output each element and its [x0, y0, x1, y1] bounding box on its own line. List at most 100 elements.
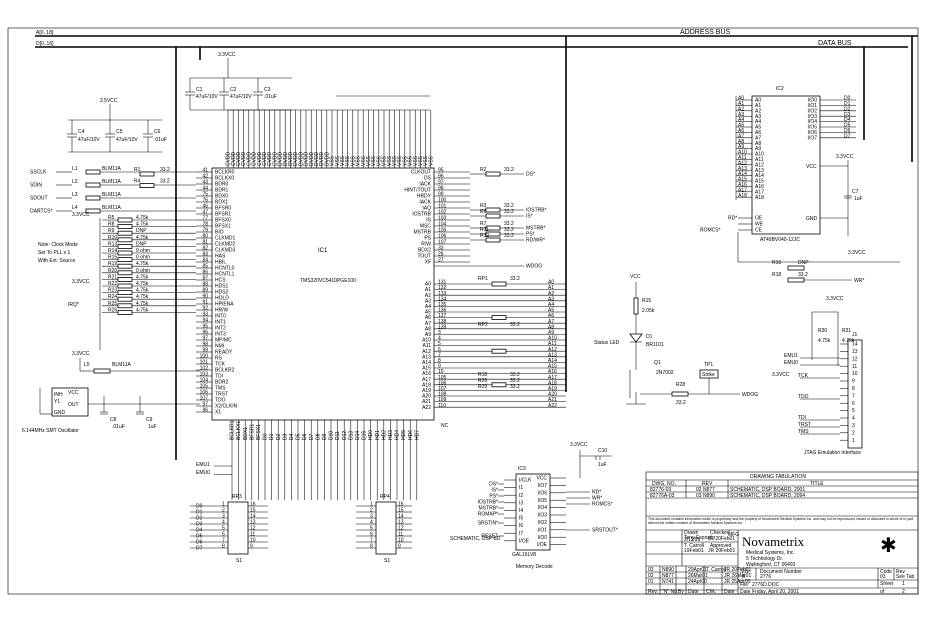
ic1-left-pin-number: 78	[202, 221, 208, 227]
ic1-left-pin-number: 96	[202, 407, 208, 413]
ic1-addr-pin-number: 134	[438, 296, 447, 302]
tb-checked: Checked	[710, 530, 730, 536]
ic3-in-pin-name: I/OE	[519, 538, 530, 544]
clock-mode-note: Note: Clock Mode Set To PLL x 1 With Ext…	[38, 242, 78, 264]
ic1-addr-pin-number: 137	[438, 313, 447, 319]
ic2-addr-pin-name: A0	[755, 98, 761, 104]
tb-date: Friday, April 20, 2001	[752, 589, 799, 595]
ic1-power-pin-name: CVDD	[272, 151, 278, 166]
jtag-net-label: TCK	[798, 373, 809, 379]
pullup-resistor	[117, 237, 133, 243]
ic1-addr-net: A1	[548, 285, 554, 291]
rp4-left-number: 4	[370, 520, 373, 526]
ic2-addr-pin-name: A15	[755, 179, 764, 185]
ic1-addr-pin-number: 8	[438, 358, 441, 364]
rev-cell: 24Apr00	[688, 579, 707, 585]
status-led-circuit: VCC R15 2.05k D1 BR1101 Status LED Q1 2N…	[594, 274, 758, 406]
osc-c8-val: .01uF	[112, 424, 125, 430]
ic3-out-pin-name: I/O6	[538, 490, 548, 496]
ic2-ctrl-net: RD*	[728, 216, 737, 222]
ic1-left-pin-number: 76	[202, 197, 208, 203]
ic1-left-pin-number: 46	[202, 203, 208, 209]
ic1-addr-pin-number: 108	[438, 392, 447, 398]
pullup-ref: R5	[108, 215, 115, 221]
osc-ref: Y1	[54, 399, 60, 405]
rp3-right-number: 10	[250, 538, 256, 544]
rp3-right-number: 9	[250, 544, 253, 550]
ic1-addr-pin-number: 133	[438, 291, 447, 297]
tb-approved-by: JR 20Feb01	[708, 548, 735, 554]
jtag-r30-val: 4.75k	[818, 338, 831, 344]
ic1-left-pin-number: 95	[202, 323, 208, 329]
ic1-left-pin-number: 75	[202, 191, 208, 197]
ic1-power-pin-name: VSS	[350, 155, 356, 166]
status-led-label: Status LED	[594, 340, 620, 346]
ic1-left-pin-name: BCLKX0	[215, 176, 234, 182]
ic1-left-pin-number: 88	[202, 281, 208, 287]
status-tp1-ref: TP1	[704, 362, 713, 368]
pullup-ref: R22	[108, 281, 117, 287]
ic1-power-pin-name: VSS	[413, 155, 419, 166]
ic2-addr-net: A6	[738, 128, 744, 134]
ic1-right-pin-number: 107	[438, 239, 447, 245]
pullup-ref: R13	[108, 241, 117, 247]
pullup-val: DNP	[136, 228, 147, 234]
osc-c9-val: 1uF	[148, 424, 157, 430]
osc-c8-ref: C8	[110, 417, 117, 423]
address-bus-left-label: A[0..18]	[36, 30, 54, 36]
ic1-addr-net: A11	[548, 341, 557, 347]
ic1-series-val: 33.2	[504, 203, 514, 209]
ic2-gnd-pin: GND	[806, 216, 818, 222]
ic2-addr-net: A13	[738, 166, 747, 172]
ic1-right-pin-number: 103	[438, 215, 447, 221]
ic1-addr-pin-number: 6	[438, 347, 441, 353]
ic2-addr-pin-name: A6	[755, 130, 761, 136]
title-block: DRAWING TABULATION DWG. NO. REV TITLE 82…	[645, 471, 919, 595]
pullup-val: 4.75k	[136, 294, 149, 300]
rev-cell: 01	[648, 579, 654, 585]
ic1-bottom-pin-name: D14	[355, 431, 361, 440]
ic1-power-pin-name: VSS	[382, 155, 388, 166]
ferrite-part: BLM11A	[102, 166, 121, 172]
company-name: Novametrix	[742, 534, 805, 549]
company-line-3: Wallingford, CT 06492	[746, 562, 796, 568]
ic1-series-net: RD/WR*	[526, 238, 545, 244]
pullup-ref: R20	[108, 268, 117, 274]
status-d1-ref: D1	[646, 334, 653, 340]
ic3-out-pin-name: I/O1	[538, 527, 548, 533]
ic2-data-net: D2	[844, 106, 851, 112]
pullup-val: 4.75k	[136, 307, 149, 313]
ic1-addr-pin-name: A6	[425, 315, 431, 321]
pullup-val: 0 ohm	[136, 255, 150, 261]
osc-pin-vcc: VCC	[68, 390, 79, 396]
ic1-right-pin-number: 28	[438, 251, 444, 257]
ic3-out-net: RD*	[592, 490, 601, 496]
ic2-addr-net: A9	[738, 144, 744, 150]
irq-net-label: IRQ*	[68, 302, 79, 308]
pullup-resistor	[117, 224, 133, 230]
pullup-resistor	[117, 217, 133, 223]
jtag-net-label: TMS	[798, 429, 809, 435]
top-cap-ref: C3	[264, 87, 271, 93]
pullup-resistor	[117, 270, 133, 276]
jtag-pin-number: 13	[852, 349, 858, 355]
ferrite-ref: L4	[72, 205, 78, 211]
oscillator-y1: Y1 INH OUT GND VCC 6.144MHz SMT Oscillat…	[22, 358, 200, 434]
ic3-pin-list: I/CLKI1I2I3I4I5I6I7I/OEDS*IS*PS*IOSTRB*M…	[477, 476, 617, 549]
ic1-power-pin-name: VSS	[340, 155, 346, 166]
ic2-vcc-pin: VCC	[806, 164, 817, 170]
ic1-series-ref: R7	[480, 221, 487, 227]
tb-size: B	[742, 574, 746, 580]
note-line-3: With Ext. Source	[38, 258, 75, 264]
ic3-out-pin-name: VCC	[536, 476, 547, 482]
ic2-addr-net: A7	[738, 133, 744, 139]
ic1-left-pin-name: BFSX0	[215, 218, 231, 224]
ic1-right-pin-name: BDX2	[418, 248, 431, 254]
ic1-series-net: MSTRB*	[526, 226, 546, 232]
pullup-val: 4.75k	[136, 261, 149, 267]
ic1-addr-net: A6	[548, 313, 554, 319]
